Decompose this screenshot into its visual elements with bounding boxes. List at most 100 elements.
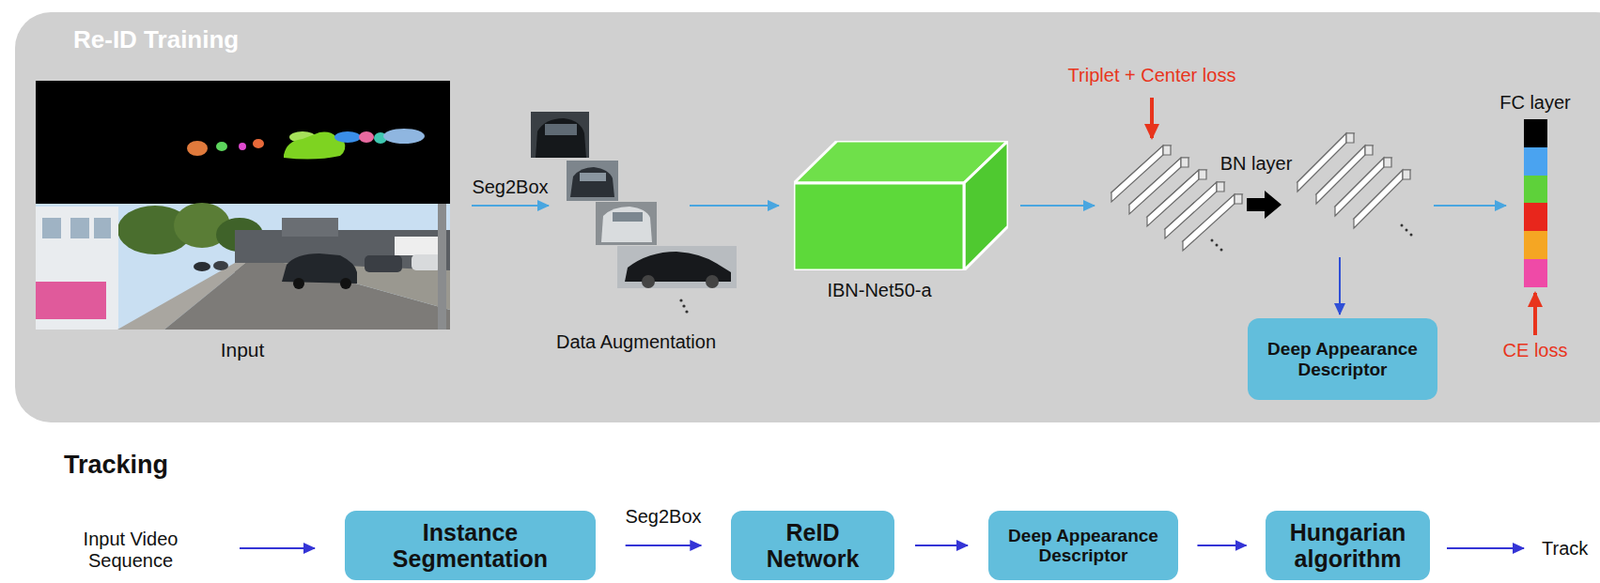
augmented-crops [566, 160, 619, 202]
augmented-crops [535, 118, 587, 158]
flow-arrow [239, 547, 315, 550]
section-title: Tracking [63, 450, 169, 481]
street-photo [35, 281, 107, 320]
box-text: Deep Appearance Descriptor [997, 526, 1169, 567]
to-features-arrow [1020, 205, 1095, 207]
feature-stack [1129, 157, 1181, 215]
feature-stack [1346, 133, 1354, 143]
backbone-cube [793, 140, 1009, 271]
augmented-crops [544, 124, 577, 136]
descriptor-box: Deep Appearance Descriptor [1247, 318, 1438, 401]
ce-loss-arrow [1533, 293, 1538, 336]
segmentation-mask [252, 139, 265, 149]
flow-arrow [625, 544, 702, 547]
process-box: Hungarian algorithm [1265, 511, 1430, 581]
segmentation-mask [238, 142, 247, 151]
fc-layer-bar [1523, 259, 1548, 288]
descriptor-arrow [1339, 257, 1341, 315]
bn-arrow [1246, 190, 1282, 219]
feature-stack [1211, 239, 1214, 243]
segmentation-mask [216, 141, 228, 152]
seg2box-arrow [471, 204, 549, 207]
to-backbone-arrow [689, 204, 779, 207]
feature-stack [1335, 157, 1384, 217]
street-photo [293, 278, 305, 290]
segmentation-mask [358, 131, 374, 143]
arrow-label: Seg2Box [471, 176, 548, 199]
feature-stack [1180, 157, 1189, 168]
feature-stack [1383, 157, 1392, 168]
fc-layer-bar [1523, 175, 1548, 203]
augmented-crops [570, 167, 615, 198]
feature-stack [1402, 170, 1411, 180]
augmented-crops [617, 246, 737, 289]
panel-title: Re-ID Training [73, 25, 239, 55]
segmentation-mask [334, 131, 361, 143]
street-photo [411, 254, 442, 271]
feature-stack [1182, 194, 1235, 251]
feature-stack [1216, 182, 1225, 192]
augmented-crops [682, 304, 685, 308]
to-fc-arrow [1433, 204, 1507, 207]
process-box: ReID Network [730, 511, 895, 581]
feature-stack [1215, 244, 1219, 248]
backbone-cube [793, 183, 964, 271]
feature-stack [1220, 248, 1224, 252]
street-photo [281, 217, 339, 237]
to-backbone-arrow [689, 205, 779, 207]
loss-label: Triplet + Center loss [1068, 64, 1237, 87]
feature-stack [1297, 133, 1414, 237]
loss-arrow [1151, 97, 1153, 139]
box-text: Instance Segmentation [354, 519, 587, 573]
box-text: Hungarian algorithm [1274, 519, 1421, 573]
street-photo [35, 206, 119, 330]
output-label: Track [1541, 538, 1588, 560]
segmentation-mask [186, 140, 208, 156]
process-box: Instance Segmentation [344, 511, 596, 581]
backbone-cube [963, 140, 1009, 271]
fc-layer-bar [1523, 231, 1548, 260]
flow-arrow [1446, 548, 1524, 550]
augmented-crops [641, 275, 655, 289]
box-text: ReID Network [740, 519, 886, 573]
segmentation-mask [35, 80, 451, 204]
to-features-arrow [1020, 204, 1095, 207]
seg2box-arrow [471, 205, 549, 207]
street-photo [35, 203, 451, 330]
training-panel: Re-ID Training IBN-Net50-aDeep Appearanc… [15, 12, 1600, 423]
feature-stack [1163, 145, 1171, 156]
feature-stack [1405, 229, 1409, 233]
augmented-crops [530, 111, 737, 314]
feature-stack [1400, 224, 1404, 228]
street-photo [340, 278, 352, 290]
feature-stack [1234, 194, 1243, 204]
loss-arrow [1149, 97, 1154, 139]
augmented-crops [705, 275, 719, 289]
street-photo [35, 202, 451, 330]
feature-stack [1297, 133, 1347, 192]
fc-layer-bar [1523, 119, 1548, 288]
to-fc-arrow [1433, 205, 1507, 207]
input-label: Input Video Sequence [58, 528, 204, 573]
augmented-crops [601, 206, 653, 243]
loss-label: CE loss [1503, 340, 1569, 362]
augmented-crops [684, 310, 688, 313]
ce-loss-arrow [1535, 293, 1537, 336]
augmented-crops [595, 201, 657, 246]
street-photo [364, 255, 403, 273]
feature-stack [1165, 182, 1217, 239]
street-photo [193, 262, 211, 272]
backbone-label: IBN-Net50-a [793, 279, 965, 302]
fc-layer-bar [1523, 147, 1548, 176]
feature-stack [1198, 170, 1207, 180]
descriptor-box: Deep Appearance Descriptor [988, 511, 1179, 581]
street-photo [42, 217, 62, 239]
feature-stack [1316, 145, 1366, 204]
fc-layer-bar [1523, 119, 1548, 148]
feature-stack [1353, 170, 1403, 229]
bn-arrow [1246, 190, 1282, 219]
flow-arrow [915, 544, 968, 547]
box-text: Deep Appearance Descriptor [1257, 339, 1429, 380]
